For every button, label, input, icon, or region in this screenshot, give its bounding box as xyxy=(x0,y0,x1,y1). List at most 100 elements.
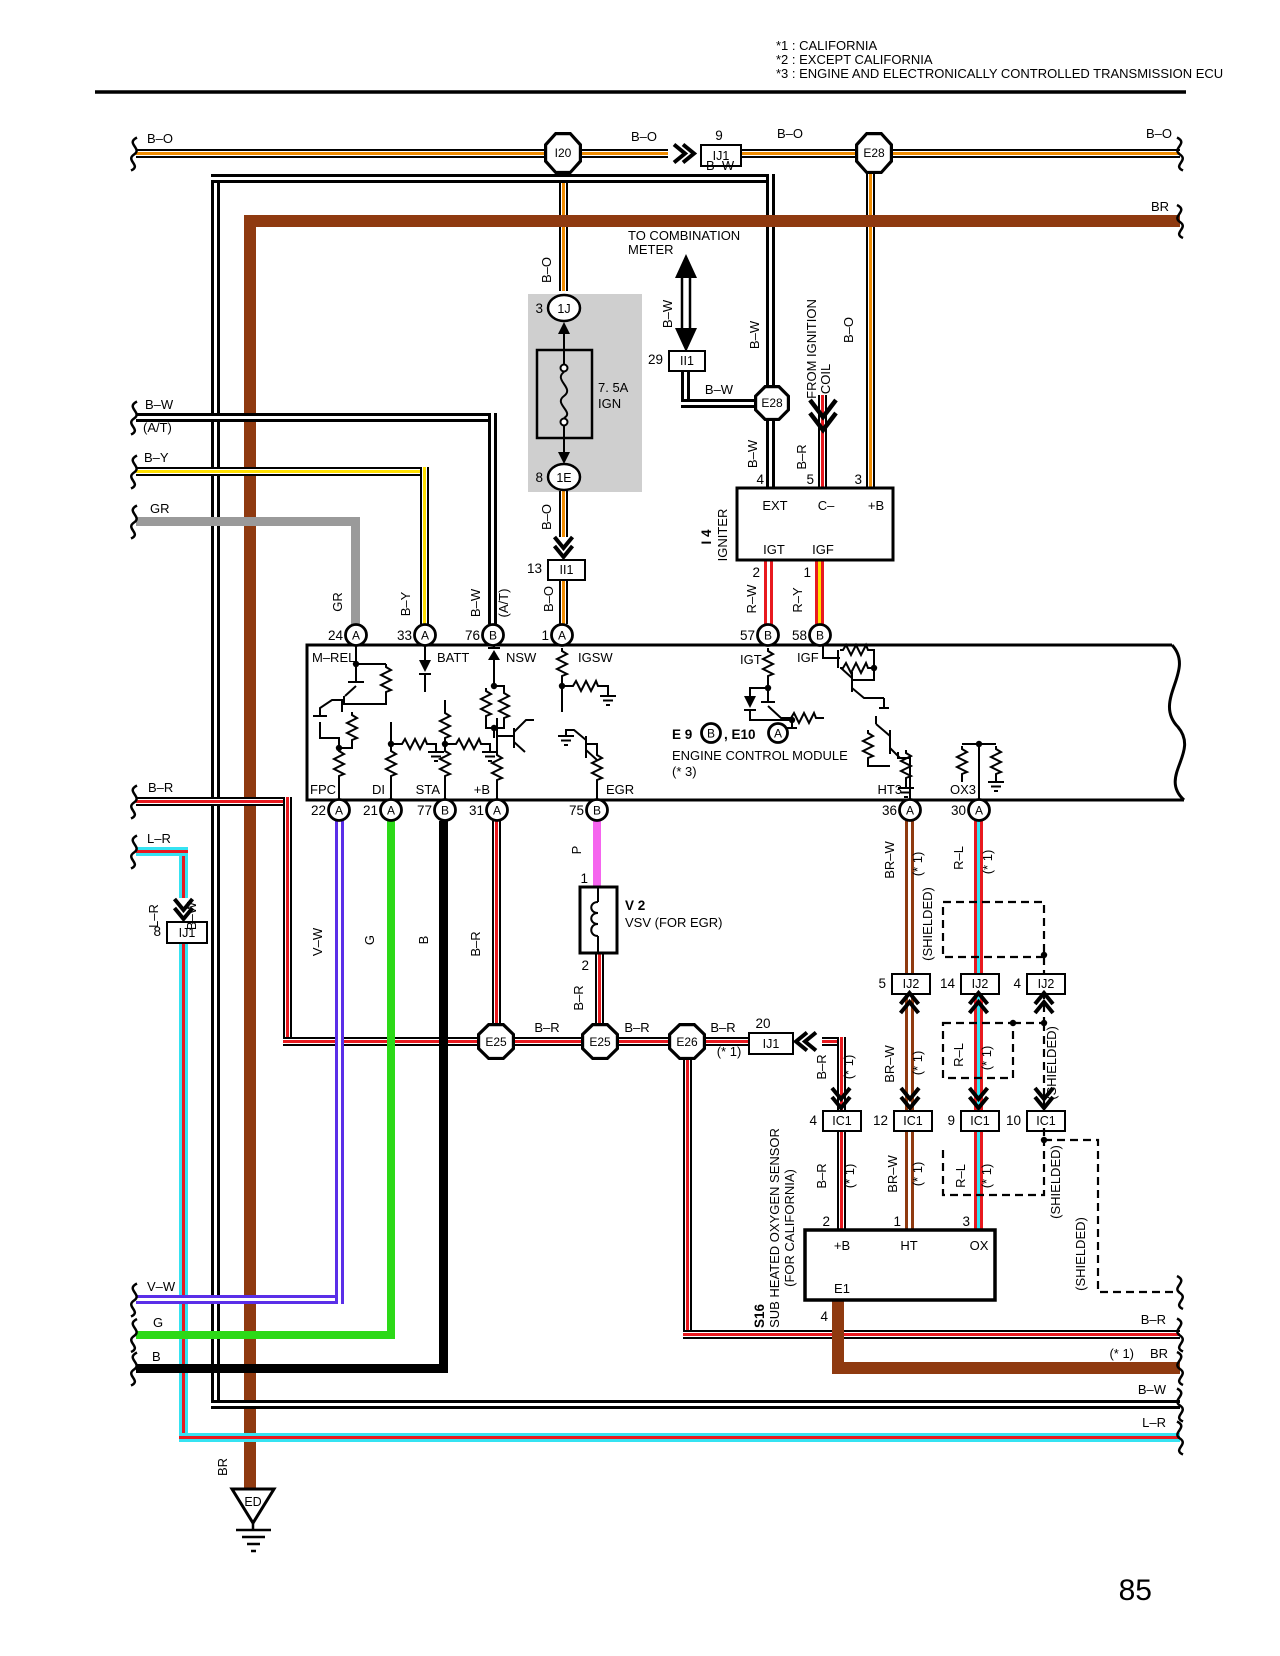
svg-text:A: A xyxy=(421,629,429,643)
wire-rl-3 xyxy=(974,1128,983,1230)
label-bo: B–O xyxy=(541,586,556,612)
arrow-into-ii1-13 xyxy=(552,535,575,559)
note-1: *1 : CALIFORNIA xyxy=(776,38,877,53)
wire-lr-vert-lower xyxy=(179,940,188,1438)
wire-gr-entry xyxy=(136,517,360,526)
label-by: B–Y xyxy=(398,591,413,616)
label-bo: B–O xyxy=(777,126,803,141)
label-vw: V–W xyxy=(147,1279,176,1294)
pin-9: 9 xyxy=(715,128,723,143)
pin-4: 4 xyxy=(820,1309,828,1324)
svg-text:76: 76 xyxy=(465,628,480,643)
junction-label: IJ2 xyxy=(1037,977,1055,991)
wire-rw xyxy=(764,560,773,624)
label-bw: B–W xyxy=(145,397,174,412)
label-shielded: (SHIELDED) xyxy=(1073,1217,1088,1291)
wire-br-top xyxy=(244,215,1180,227)
label-rl: R–L xyxy=(951,1043,966,1067)
wire-g-vert xyxy=(387,821,395,1335)
connector-label: E28 xyxy=(858,135,890,171)
junction-label: II1 xyxy=(680,354,694,368)
junction-label: IJ2 xyxy=(902,977,920,991)
igniter-pin-igt: IGT xyxy=(763,542,785,557)
pin-12: 12 xyxy=(873,1113,888,1128)
s16-pin-ox: OX xyxy=(970,1238,989,1253)
wire-vw-vert xyxy=(335,821,344,1304)
wire-rl-1 xyxy=(974,821,983,973)
connector-label: I20 xyxy=(547,135,579,171)
pin-2: 2 xyxy=(581,958,589,973)
label-br: BR xyxy=(1150,1346,1168,1361)
wire-br-e1 xyxy=(832,1300,844,1368)
connector-i20: I20 xyxy=(544,132,582,174)
svg-text:B: B xyxy=(816,629,824,643)
svg-text:A: A xyxy=(558,629,566,643)
wire-br-pin31 xyxy=(492,821,501,1023)
label-shielded: (SHIELDED) xyxy=(920,887,935,961)
wire-bo-fuse-out xyxy=(559,491,568,537)
label-bo: B–O xyxy=(631,129,657,144)
wire-vw-entry xyxy=(136,1295,344,1304)
svg-text:24: 24 xyxy=(328,628,344,643)
vsv-name: VSV (FOR EGR) xyxy=(625,915,723,930)
pin-14: 14 xyxy=(940,976,956,991)
wire-bw-top xyxy=(211,174,775,183)
label-rl: R–L xyxy=(953,1164,968,1188)
ecm-internal-circuitry xyxy=(313,644,1002,799)
junction-ic1-10: IC1 xyxy=(1026,1110,1066,1132)
junction-label: IC1 xyxy=(1036,1114,1056,1128)
junction-ij2-4: IJ2 xyxy=(1026,973,1066,995)
ecm-pin-label-plusb: +B xyxy=(474,782,490,797)
label-ry: R–Y xyxy=(790,587,805,613)
wire-b-vert xyxy=(439,821,448,1373)
ecm-id-mid: , E10 xyxy=(724,727,756,742)
svg-text:A: A xyxy=(493,804,501,818)
connector-label: E25 xyxy=(480,1026,512,1057)
label-brw: BR–W xyxy=(882,1044,897,1082)
wire-bw-ii1-down xyxy=(681,368,690,399)
wire-gr-vert xyxy=(351,517,360,624)
pin-1: 1 xyxy=(893,1214,901,1229)
wire-g-entry xyxy=(136,1331,395,1339)
wire-br-entry-vert xyxy=(283,797,292,1041)
svg-text:A: A xyxy=(906,804,914,818)
label-br-r: B–R xyxy=(624,1020,649,1035)
svg-text:1: 1 xyxy=(541,628,549,643)
comb-meter-line1: TO COMBINATION xyxy=(628,228,740,243)
pin-29: 29 xyxy=(648,352,663,367)
ecm-pin-label-di: DI xyxy=(372,782,385,797)
svg-text:36: 36 xyxy=(882,803,897,818)
igniter-pin-ext: EXT xyxy=(762,498,787,513)
s16-pin-ht: HT xyxy=(900,1238,917,1253)
wire-lr-vert-upper xyxy=(179,847,188,898)
label-bo: B–O xyxy=(147,131,173,146)
wire-bo-top-1 xyxy=(136,149,545,158)
junction-ij1-8: IJ1 xyxy=(166,921,208,944)
label-bw: B–W xyxy=(747,320,762,349)
ecm-pin-label-ht3: HT3 xyxy=(877,782,902,797)
wire-bw-ii1-e28 xyxy=(681,399,754,408)
wire-br-entry xyxy=(136,797,292,806)
arrow-into-ij1-8 xyxy=(172,897,195,921)
svg-text:22: 22 xyxy=(311,803,326,818)
svg-text:57: 57 xyxy=(740,628,755,643)
label-br-r: B–R xyxy=(534,1020,559,1035)
svg-text:77: 77 xyxy=(417,803,432,818)
ecm-pin-label-fpc: FPC xyxy=(310,782,336,797)
pin-2: 2 xyxy=(822,1214,830,1229)
ecm-id-prefix: E 9 xyxy=(672,727,692,742)
svg-text:A: A xyxy=(335,804,343,818)
label-br: BR xyxy=(215,1458,230,1476)
pin-1: 1 xyxy=(803,565,811,580)
note-3: *3 : ENGINE AND ELECTRONICALLY CONTROLLE… xyxy=(776,66,1223,81)
pin-3: 3 xyxy=(854,472,862,487)
wire-br-row-3 xyxy=(619,1037,668,1046)
connector-e28-mid: E28 xyxy=(754,385,790,421)
wire-bo-top-2 xyxy=(581,149,668,158)
wire-bo-to-fuse xyxy=(559,171,568,291)
wire-bw-at-entry xyxy=(136,413,497,422)
wire-bw-e28-igniter xyxy=(766,421,775,488)
junction-ic1-9: IC1 xyxy=(960,1110,1000,1132)
ecm-pin-label-mrel: M–REL xyxy=(312,650,355,665)
svg-text:A: A xyxy=(387,804,395,818)
